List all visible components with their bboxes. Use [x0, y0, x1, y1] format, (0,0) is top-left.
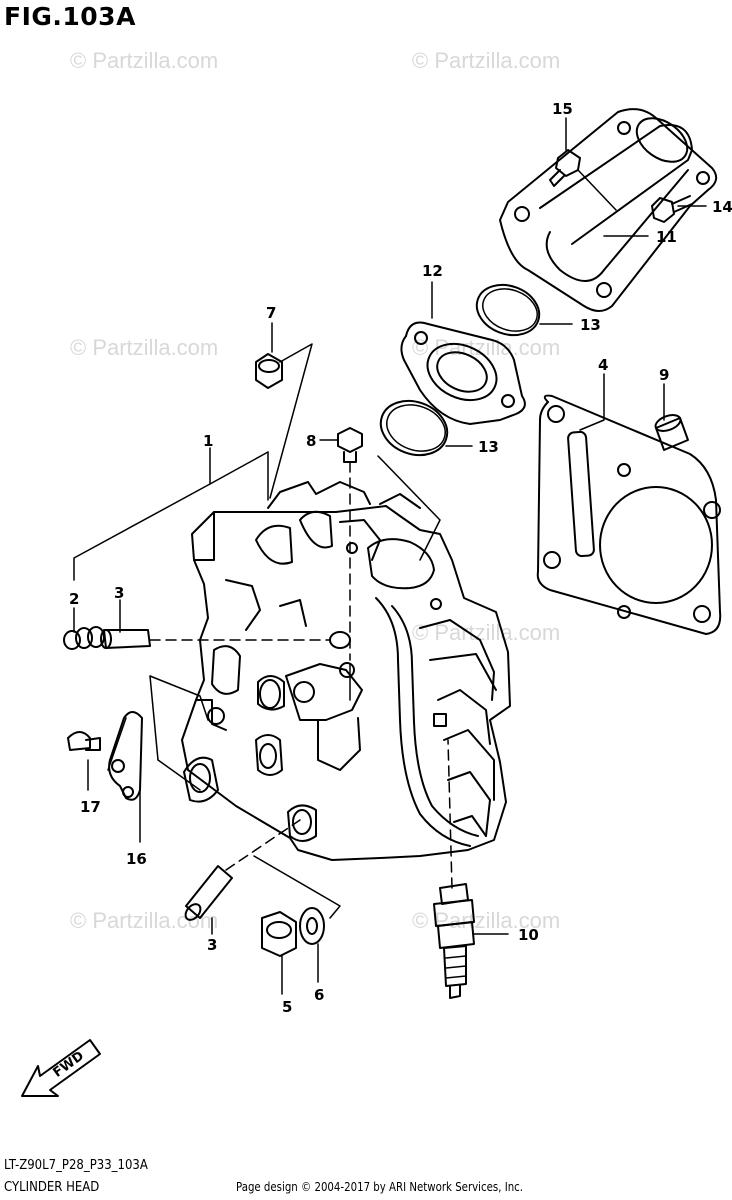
part-bolt-17	[67, 731, 101, 751]
part-o-ring-13a	[475, 283, 541, 337]
label-part-14: 14	[712, 198, 732, 216]
label-part-17: 17	[80, 798, 101, 816]
part-o-ring-13b	[379, 399, 449, 457]
figure-title: FIG.103A	[4, 2, 136, 31]
part-intake-insulator	[400, 321, 526, 425]
part-bolt-15	[549, 149, 617, 211]
label-part-1: 1	[203, 432, 213, 450]
part-dowel-3a	[100, 629, 331, 649]
label-part-16: 16	[126, 850, 147, 868]
label-part-13a: 13	[580, 316, 601, 334]
label-part-6: 6	[314, 986, 324, 1004]
section-name: CYLINDER HEAD	[4, 1180, 100, 1195]
part-cylinder-head-gasket	[536, 394, 722, 635]
part-nut-5	[261, 911, 297, 957]
part-bolt-14	[651, 195, 693, 223]
label-part-7: 7	[266, 304, 276, 322]
watermark: © Partzilla.com	[70, 48, 218, 73]
label-part-12: 12	[422, 262, 443, 280]
part-intake-pipe	[499, 108, 718, 312]
part-o-rings-2	[63, 626, 105, 650]
part-dowel-pin	[654, 414, 689, 451]
model-code: LT-Z90L7_P28_P33_103A	[4, 1158, 148, 1173]
label-part-15: 15	[552, 100, 573, 118]
part-bolt-8	[337, 427, 363, 661]
part-dowel-3b	[184, 819, 301, 921]
label-part-5: 5	[282, 998, 292, 1016]
part-cap-nut	[255, 353, 283, 389]
label-part-4: 4	[598, 356, 608, 374]
fwd-arrow-icon: FWD	[21, 1039, 101, 1097]
label-part-8: 8	[306, 432, 316, 450]
leader-lines	[73, 117, 707, 995]
copyright-credit: Page design © 2004-2017 by ARI Network S…	[236, 1180, 524, 1194]
watermark-layer: © Partzilla.com © Partzilla.com © Partzi…	[70, 48, 560, 933]
label-part-11: 11	[656, 228, 677, 246]
label-part-3b: 3	[207, 936, 217, 954]
watermark: © Partzilla.com	[412, 908, 560, 933]
label-part-3a: 3	[114, 584, 124, 602]
label-part-9: 9	[659, 366, 669, 384]
part-cylinder-head	[181, 481, 511, 861]
part-number-labels: 1 2 3 3 4 5 6 7 8 9 10 11 12 13 13 14 15…	[69, 100, 732, 1016]
label-part-10: 10	[518, 926, 539, 944]
part-washer-6	[299, 907, 325, 945]
watermark: © Partzilla.com	[70, 335, 218, 360]
part-bracket	[108, 711, 143, 801]
label-part-13b: 13	[478, 438, 499, 456]
label-part-2: 2	[69, 590, 79, 608]
watermark: © Partzilla.com	[412, 48, 560, 73]
part-spark-plug	[433, 739, 475, 999]
watermark: © Partzilla.com	[70, 908, 218, 933]
